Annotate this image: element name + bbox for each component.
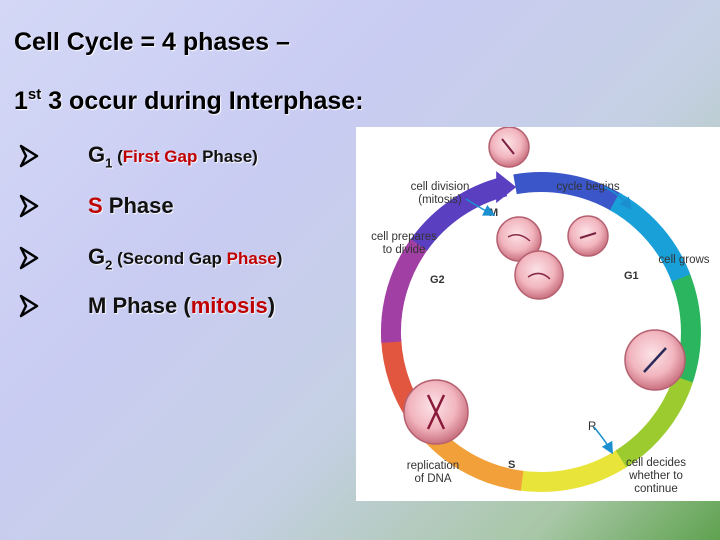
mitosis-highlight: mitosis [190, 293, 268, 318]
slide-title-line-2: 1st 3 occur during Interphase: [14, 86, 364, 115]
pointer-arrow [465, 198, 496, 216]
bullet-s-phase: S Phase [18, 188, 174, 224]
ring-segment [613, 375, 693, 469]
label-replication: replication [407, 460, 459, 472]
arrow-bullet-icon [19, 294, 39, 318]
phase-label-m: M [489, 207, 498, 219]
cell-cycle-svg: M G1 G2 S R cell division (mitosis) cycl… [380, 127, 710, 495]
ring-segment [609, 192, 692, 285]
phase-label-g2: G2 [430, 274, 445, 286]
label-cell-grows: cell grows [658, 254, 709, 266]
pointer-arrow [593, 426, 613, 455]
slide-title-line-1: Cell Cycle = 4 phases – [14, 28, 290, 56]
label-whether-to: whether to [628, 470, 683, 482]
cell-g1-start-icon [567, 215, 609, 257]
bullet-g1: G1 (First Gap Phase) [18, 138, 258, 174]
label-mitosis: (mitosis) [418, 194, 462, 206]
ring-segment [380, 236, 429, 343]
phase-label-s: S [508, 459, 515, 471]
bullet-m-phase: M Phase (mitosis) [18, 288, 275, 324]
ring-segment [518, 450, 627, 493]
arrow-bullet-icon [19, 246, 39, 270]
s-highlight: S [88, 193, 103, 218]
pointer-arrow [603, 186, 632, 210]
first-gap-highlight: First Gap [122, 146, 198, 166]
arrow-bullet-icon [19, 194, 39, 218]
cell-top-icon [488, 127, 530, 168]
label-of-dna: of DNA [414, 473, 451, 485]
ring-segment [410, 176, 508, 251]
arrow-bullet-icon [19, 144, 39, 168]
phase-label-r: R [588, 421, 596, 433]
cell-g1-grown-icon [624, 329, 686, 391]
cell-cycle-diagram: M G1 G2 S R cell division (mitosis) cycl… [356, 127, 720, 501]
phase-label-g1: G1 [624, 270, 639, 282]
cell-s-phase-icon [403, 379, 469, 445]
phase-highlight: Phase [226, 248, 277, 268]
ring-arrow-tip [496, 171, 517, 204]
label-cycle-begins: cycle begins [556, 181, 620, 193]
label-cell-prepares: cell prepares to divide [371, 231, 437, 256]
cell-dividing-icon [496, 216, 564, 300]
bullet-g2: G2 (Second Gap Phase) [18, 240, 282, 276]
ring-segment [513, 172, 623, 212]
label-cell-decides: cell decides [626, 457, 686, 469]
ring-segment [671, 274, 701, 386]
label-cell-division: cell division [411, 181, 470, 193]
label-continue: continue [634, 483, 677, 495]
